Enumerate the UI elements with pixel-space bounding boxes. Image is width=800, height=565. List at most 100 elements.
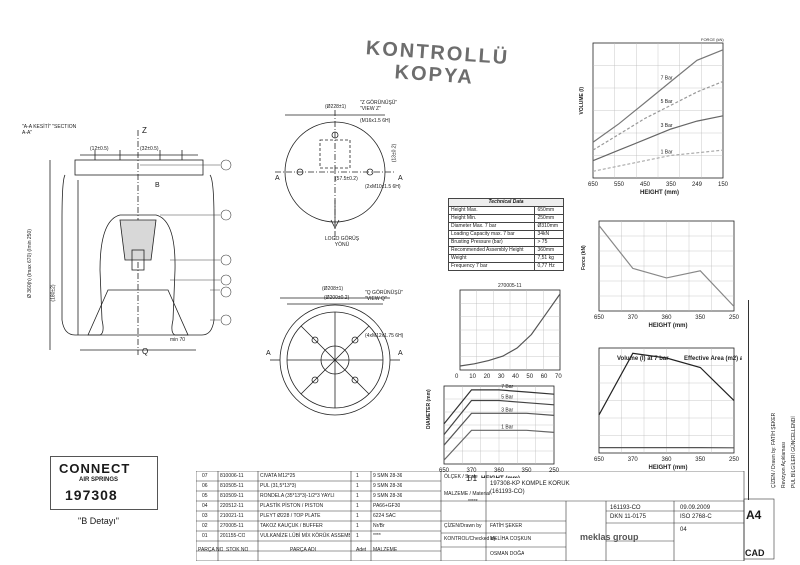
x-tick-label: 370	[628, 315, 639, 321]
title-block-grid	[196, 471, 775, 561]
series-line	[443, 412, 555, 446]
spec-value: 7,51 kg	[534, 254, 564, 263]
x-tick-label: 10	[469, 374, 476, 380]
series-line	[459, 293, 561, 367]
part-name: VULKANİZE LÜBİ MİX KÖRÜK ASSEMBLY	[260, 533, 350, 539]
part-stock: 201155-CO	[220, 533, 246, 539]
scale-label: ÖLÇEK / Scale	[444, 474, 478, 480]
spec-value: 360mm	[534, 246, 564, 255]
series-label: 7 Bar	[661, 75, 673, 81]
approved-by: OSMAN DOĞA	[490, 551, 525, 557]
part-stock: 810509-11	[220, 493, 244, 499]
section-a-right: A	[398, 175, 403, 182]
header-part-no: PARÇA NO	[198, 547, 224, 553]
part-stock: 810006-11	[220, 473, 244, 479]
part-qty: 1	[356, 473, 359, 479]
series-line	[598, 352, 735, 416]
spec-label: Height Max.	[447, 206, 536, 215]
series-label: 5 Bar	[501, 395, 513, 401]
part-material: PA66+GF30	[373, 503, 401, 509]
series-line	[592, 149, 724, 172]
revision-description: Revizyon Açıklaması	[781, 441, 787, 488]
part-name: CIVATA M12*25	[260, 473, 296, 479]
series-line	[443, 429, 555, 461]
legend-right: Effective Area (m2) at 7 bar	[684, 356, 742, 362]
x-tick-label: 250	[729, 315, 740, 321]
header-stock-no: STOK NO	[226, 547, 249, 553]
part-stock: 220512-11	[220, 503, 244, 509]
spec-value: 0,77 Hz	[534, 262, 564, 271]
x-tick-label: 0	[455, 374, 459, 380]
series-line	[598, 225, 735, 307]
part-stock: 810505-11	[220, 483, 244, 489]
chart-title: 270005-11	[498, 283, 522, 289]
dim-228: (Ø228±1)	[325, 104, 347, 110]
part-name: TAKOZ KAUÇUK / BUFFER	[260, 523, 323, 529]
legend-left: Volume (l) at 7 bar	[617, 356, 669, 362]
bottom-section-a-right: A	[398, 350, 403, 357]
dim-208: (Ø208±1)	[322, 286, 344, 292]
dim-top-left: (12±0.5)	[90, 146, 109, 152]
part-qty: 1	[356, 483, 359, 489]
section-label: "A-A KESİTİ" "SECTION A-A"	[22, 124, 77, 136]
spec-value: 650mm	[534, 206, 564, 215]
x-tick-label: 450	[640, 182, 651, 188]
drawing-code: (161193-CO)	[490, 489, 525, 495]
part-qty: 1	[356, 503, 359, 509]
drawing-title: 197308-KP KOMPLE KÖRÜK	[490, 481, 570, 487]
section-view-drawing	[49, 130, 232, 355]
dim-57: (57.5±0.2)	[335, 176, 358, 182]
part-no: 01	[202, 533, 208, 539]
series-line	[592, 115, 724, 162]
x-tick-label: 249	[692, 182, 703, 188]
tolerance-standard: DKN 11-0175	[610, 514, 646, 520]
x-tick-label: 650	[588, 182, 599, 188]
part-no: 03	[202, 513, 208, 519]
bottom-section-a-left: A	[266, 350, 271, 357]
series-line	[592, 49, 724, 143]
cad-label: CAD	[745, 548, 765, 558]
x-tick-label: 350	[666, 182, 677, 188]
technical-data-table: Technical Data Height Max.650mm Height M…	[447, 198, 564, 271]
series-label: 3 Bar	[501, 407, 513, 413]
x-tick-label: 350	[695, 457, 706, 463]
series-line	[443, 399, 555, 435]
part-material: 6224 SAC	[373, 513, 396, 519]
spec-label: Diameter Max. 7 bar	[447, 222, 536, 231]
label-b: B	[155, 182, 160, 189]
dim-height: Ø 360(h) (Imax 670) (Imin 250)	[27, 229, 33, 298]
y-axis-label: DIAMETER (mm)	[426, 389, 432, 429]
x-tick-label: 150	[718, 182, 729, 188]
y-axis-label: Force (kN)	[581, 245, 587, 270]
technical-data-title: Technical Data	[448, 198, 564, 207]
part-no: 06	[202, 483, 208, 489]
spec-label: Recommended Assembly Height	[447, 246, 536, 255]
series-label: 5 Bar	[661, 99, 673, 105]
part-qty: 1	[356, 513, 359, 519]
part-qty: 1	[356, 533, 359, 539]
x-axis-label: HEIGHT (mm)	[640, 190, 679, 196]
drawn-by-label: ÇİZEN/Drawn by	[444, 523, 482, 529]
axis-z-label: Z	[142, 126, 147, 135]
dim-13: (13±0.2)	[391, 143, 398, 163]
material-label: MALZEME / Material	[444, 491, 491, 497]
bottom-view-label: "Q GÖRÜNÜŞÜ" "VIEW Q"	[365, 290, 403, 302]
part-qty: 1	[356, 523, 359, 529]
series-label: 7 Bar	[501, 384, 513, 390]
x-axis-label: HEIGHT (mm)	[481, 476, 520, 478]
part-name: PUL (31,5*13*3)	[260, 483, 297, 489]
kontrollu-kopya-stamp: KONTROLLÜ KOPYA	[364, 37, 510, 91]
checked-by: MELİHA COŞKUN	[490, 536, 532, 542]
drawn-by: FATİH ŞEKER	[490, 523, 523, 529]
dim-min: min 70	[170, 337, 186, 343]
x-tick-label: 30	[498, 374, 505, 380]
logo-code: 197308	[65, 487, 118, 503]
part-material: 9 SMN 28-36	[373, 473, 403, 479]
dim-m16: (M16x1.5 6H)	[360, 118, 391, 124]
spec-label: Height Min.	[447, 214, 536, 223]
part-material: Nr/Br	[373, 523, 385, 529]
part-name: RONDELA (35*13*3)-1/2*3 YAYLI	[260, 493, 335, 499]
part-name: PLEYT Ø228 / TOP PLATE	[260, 513, 321, 519]
x-tick-label: 50	[526, 374, 533, 380]
